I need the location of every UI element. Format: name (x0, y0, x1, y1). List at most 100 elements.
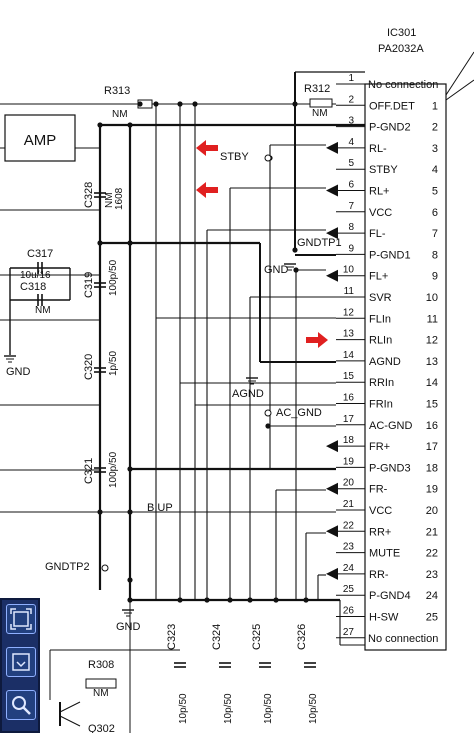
ic-inner-number: 21 (426, 526, 438, 538)
label-c318-value: NM (35, 305, 51, 316)
ic-inner-number: 5 (432, 186, 438, 198)
ic-pin-number: 23 (343, 542, 355, 553)
ic-pin-number: 27 (343, 627, 355, 638)
resistor-r312 (309, 98, 333, 108)
fit-screen-button[interactable] (6, 604, 36, 634)
amp-output-triangle (326, 525, 338, 538)
net-label-stby: STBY (220, 151, 249, 163)
signal-arrow-rl-plus (196, 182, 218, 198)
label-c318-ref: C318 (20, 281, 46, 293)
label-c323-ref: C323 (166, 624, 178, 650)
label-r313-ref: R313 (104, 85, 130, 97)
ic-pin-name: RR+ (369, 526, 391, 538)
label-c324-ref: C324 (211, 624, 223, 650)
ic-pin-number: 1 (348, 73, 354, 84)
ic-pin-name: RRIn (369, 377, 394, 389)
ic-inner-number: 10 (426, 292, 438, 304)
ic-pin-number: 18 (343, 435, 355, 446)
amp-output-triangle (326, 141, 338, 154)
label-c320-value: 1p/50 (108, 351, 119, 376)
ic-pin-number: 8 (348, 222, 354, 233)
ic-pin-number: 12 (343, 307, 355, 318)
ic-pin-name: FR- (369, 484, 388, 496)
ic-pin-name: H-SW (369, 612, 399, 624)
ic-pin-name: MUTE (369, 548, 400, 560)
junction-dot (127, 466, 133, 472)
label-c317-ref: C317 (27, 248, 53, 260)
junction-dot (227, 597, 233, 603)
label-c325-ref: C325 (251, 624, 263, 650)
junction-dot (204, 597, 210, 603)
label-c328-value: NM (104, 192, 115, 208)
ic-pin-name: FR+ (369, 441, 390, 453)
ic-pin-number: 22 (343, 520, 355, 531)
ic-inner-number: 11 (427, 313, 438, 325)
label-c326-value: 10p/50 (308, 693, 319, 724)
ic-pin-number: 5 (348, 158, 354, 169)
junction-dot (127, 509, 133, 515)
ic-pin-name: AGND (369, 356, 401, 368)
amp-output-triangle (326, 440, 338, 453)
ic-pin-number: 16 (343, 393, 355, 404)
transistor-q302 (59, 715, 81, 727)
label-c319-value: 100p/50 (108, 259, 119, 296)
label-q302-ref: Q302 (88, 723, 115, 733)
ic-pin-name: RR- (369, 569, 389, 581)
ic-pin-name: P-GND4 (369, 590, 411, 602)
ic-pin-number: 14 (343, 350, 355, 361)
ic-pin-name: P-GND3 (369, 462, 411, 474)
net-label-gnd: GND (264, 264, 289, 276)
junction-dot (292, 101, 298, 107)
ic-inner-number: 14 (426, 377, 438, 389)
zoom-button[interactable] (6, 690, 36, 720)
junction-dot (137, 101, 143, 107)
net-label-gndtp1: GNDTP1 (297, 237, 342, 249)
ic-pin-number: 3 (348, 116, 354, 127)
zoom-icon (12, 696, 31, 715)
junction-dot (303, 597, 309, 603)
label-c320-ref: C320 (83, 354, 95, 380)
label-r312-ref: R312 (304, 83, 330, 95)
ic-leader-line (445, 51, 474, 96)
ic-pin-name: RL+ (369, 186, 390, 198)
amp-output-triangle (326, 482, 338, 495)
net-label-bup: B.UP (147, 502, 173, 514)
ic-pin-name: P-GND2 (369, 122, 411, 134)
junction-dot (273, 597, 279, 603)
test-point-stby (264, 154, 272, 162)
junction-dot (153, 101, 159, 107)
label-c326-ref: C326 (296, 624, 308, 650)
junction-dot (292, 247, 298, 253)
ic-pin-name: SVR (369, 292, 392, 304)
junction-dot (127, 577, 133, 583)
ic-pin-name: No connection (368, 79, 438, 91)
label-c325-value: 10p/50 (263, 693, 274, 724)
ic-pin-number: 17 (343, 414, 355, 425)
ic-pin-number: 6 (348, 180, 354, 191)
label-c319-ref: C319 (83, 272, 95, 298)
label-c321-value: 100p/50 (108, 451, 119, 488)
fit-screen-icon (10, 608, 32, 630)
net-label-gnd: GND (6, 366, 31, 378)
ic-inner-number: 24 (426, 590, 438, 602)
junction-dot (177, 597, 183, 603)
fullscreen-button[interactable] (6, 647, 36, 677)
ic-inner-number: 7 (432, 228, 438, 240)
ic-inner-number: 2 (432, 122, 438, 134)
ic-part-label: PA2032A (378, 43, 424, 55)
ic-pin-name: RLIn (369, 335, 392, 347)
ic-pin-number: 9 (348, 243, 354, 254)
ic-inner-number: 6 (432, 207, 438, 219)
label-r312-value: NM (312, 108, 328, 119)
junction-dot (97, 240, 103, 246)
ic-inner-number: 18 (426, 462, 438, 474)
ic-pin-number: 7 (348, 201, 354, 212)
junction-dot (192, 101, 198, 107)
ic-pin-name: FL+ (369, 271, 388, 283)
ic-pin-name: VCC (369, 207, 392, 219)
ic-pin-number: 24 (343, 563, 355, 574)
ic-pin-number: 26 (343, 606, 355, 617)
label-c324-value: 10p/50 (223, 693, 234, 724)
